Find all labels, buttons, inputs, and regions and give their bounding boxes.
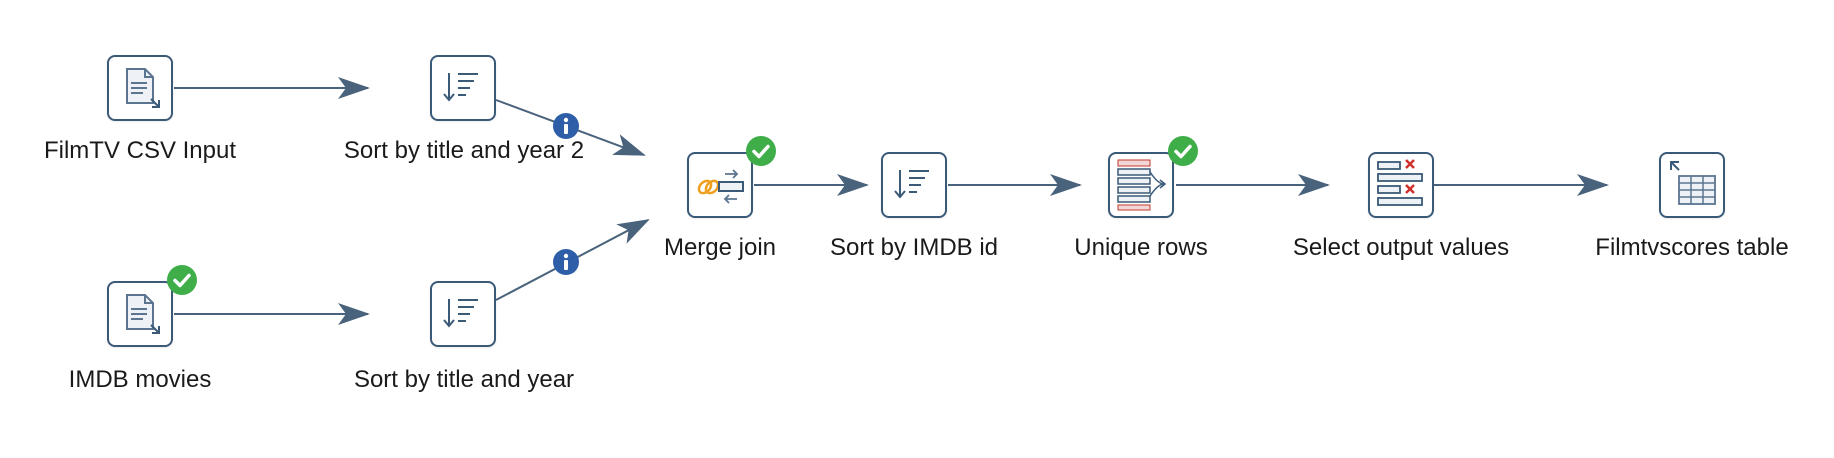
sort-rows-icon bbox=[443, 73, 478, 102]
unique-rows-icon bbox=[1117, 159, 1167, 211]
select-values-icon bbox=[1377, 159, 1423, 206]
step-sort-by-title-and-year-2[interactable] bbox=[430, 55, 496, 121]
success-check-icon bbox=[746, 136, 776, 166]
success-check-icon bbox=[1168, 136, 1198, 166]
step-filmtv-csv-input[interactable] bbox=[107, 55, 173, 121]
success-check-icon bbox=[167, 265, 197, 295]
step-label: Merge join bbox=[663, 234, 777, 261]
step-label: FilmTV CSV Input bbox=[43, 137, 237, 164]
step-label: Unique rows bbox=[1074, 234, 1208, 261]
step-label: Select output values bbox=[1292, 234, 1510, 261]
step-label: Sort by title and year bbox=[353, 366, 575, 393]
csv-file-input-icon bbox=[126, 294, 160, 334]
step-filmtvscores-table[interactable] bbox=[1659, 152, 1725, 218]
step-unique-rows[interactable] bbox=[1108, 152, 1174, 218]
step-sort-by-imdb-id[interactable] bbox=[881, 152, 947, 218]
hop-info-icon[interactable] bbox=[553, 113, 579, 139]
step-sort-by-title-and-year[interactable] bbox=[430, 281, 496, 347]
step-label: Sort by title and year 2 bbox=[343, 137, 585, 164]
table-output-icon bbox=[1670, 161, 1716, 205]
step-merge-join[interactable] bbox=[687, 152, 753, 218]
sort-rows-icon bbox=[443, 299, 478, 328]
step-select-output-values[interactable] bbox=[1368, 152, 1434, 218]
sort-rows-icon bbox=[894, 170, 929, 199]
step-label: Sort by IMDB id bbox=[829, 234, 999, 261]
merge-join-icon bbox=[697, 169, 744, 204]
step-imdb-movies[interactable] bbox=[107, 281, 173, 347]
csv-file-input-icon bbox=[126, 68, 160, 108]
step-label: Filmtvscores table bbox=[1595, 234, 1789, 261]
hop-info-icon[interactable] bbox=[553, 249, 579, 275]
step-label: IMDB movies bbox=[68, 366, 212, 393]
